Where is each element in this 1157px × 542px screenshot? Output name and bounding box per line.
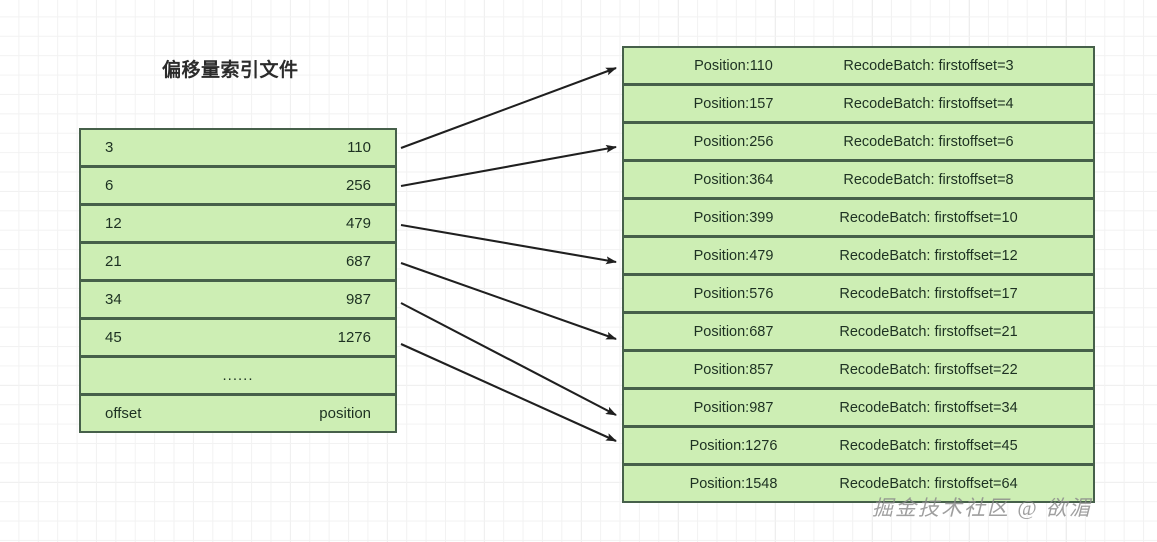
index-offset-value: 34 — [105, 291, 122, 308]
table-row: Position:364 RecodeBatch: firstoffset=8 — [622, 160, 1095, 199]
table-footer-row: offset position — [79, 394, 397, 433]
table-row: 34 987 — [79, 280, 397, 319]
table-row: 12 479 — [79, 204, 397, 243]
position-column-label: position — [319, 405, 371, 422]
log-position-value: Position:364 — [693, 171, 774, 188]
log-batch-value: RecodeBatch: firstoffset=17 — [839, 285, 1018, 302]
log-batch-value: RecodeBatch: firstoffset=22 — [839, 361, 1018, 378]
log-batch-value: RecodeBatch: firstoffset=4 — [843, 95, 1014, 112]
log-position-value: Position:110 — [694, 57, 773, 74]
table-row: Position:1276 RecodeBatch: firstoffset=4… — [622, 426, 1095, 465]
index-offset-value: 6 — [105, 177, 114, 194]
log-batch-value: RecodeBatch: firstoffset=21 — [839, 323, 1018, 340]
index-offset-value: 12 — [105, 215, 122, 232]
arrow-12-to-Position:479 — [400, 223, 617, 265]
log-position-value: Position:987 — [693, 399, 774, 416]
log-batch-value: RecodeBatch: firstoffset=64 — [839, 475, 1018, 492]
table-row: Position:256 RecodeBatch: firstoffset=6 — [622, 122, 1095, 161]
log-position-value: Position:479 — [693, 247, 774, 264]
table-row: Position:479 RecodeBatch: firstoffset=12 — [622, 236, 1095, 275]
log-segment-table: Position:110 RecodeBatch: firstoffset=3 … — [622, 46, 1095, 503]
log-position-value: Position:157 — [693, 95, 774, 112]
table-row: 6 256 — [79, 166, 397, 205]
table-row-ellipsis: ...... — [79, 356, 397, 395]
log-position-value: Position:857 — [693, 361, 774, 378]
index-offset-value: 3 — [105, 139, 114, 156]
index-offset-value: 21 — [105, 253, 122, 270]
index-position-value: 479 — [345, 215, 371, 232]
index-position-value: 256 — [345, 177, 371, 194]
table-row: Position:157 RecodeBatch: firstoffset=4 — [622, 84, 1095, 123]
table-row: Position:576 RecodeBatch: firstoffset=17 — [622, 274, 1095, 313]
log-position-value: Position:1548 — [689, 475, 778, 492]
arrow-45-to-Position:1548 — [400, 343, 617, 442]
index-offset-value: 45 — [105, 329, 122, 346]
page-title: 偏移量索引文件 — [162, 60, 299, 81]
log-batch-value: RecodeBatch: firstoffset=6 — [843, 133, 1014, 150]
log-position-value: Position:687 — [693, 323, 774, 340]
table-row: Position:857 RecodeBatch: firstoffset=22 — [622, 350, 1095, 389]
table-row: 3 110 — [79, 128, 397, 167]
ellipsis-label: ...... — [222, 367, 254, 384]
arrow-21-to-Position:687 — [400, 262, 617, 340]
arrow-6-to-Position:256 — [400, 144, 617, 188]
log-position-value: Position:576 — [693, 285, 774, 302]
table-row: Position:687 RecodeBatch: firstoffset=21 — [622, 312, 1095, 351]
log-position-value: Position:1276 — [689, 437, 778, 454]
log-batch-value: RecodeBatch: firstoffset=3 — [843, 57, 1014, 74]
table-row: Position:399 RecodeBatch: firstoffset=10 — [622, 198, 1095, 237]
table-row: 21 687 — [79, 242, 397, 281]
watermark: 掘金技术社区 @ 欲湄 — [872, 496, 1092, 520]
table-row: Position:987 RecodeBatch: firstoffset=34 — [622, 388, 1095, 427]
log-position-value: Position:399 — [693, 209, 774, 226]
index-position-value: 987 — [345, 291, 371, 308]
log-batch-value: RecodeBatch: firstoffset=45 — [839, 437, 1018, 454]
table-row: 45 1276 — [79, 318, 397, 357]
arrow-34-to-Position:1276 — [400, 302, 617, 416]
log-batch-value: RecodeBatch: firstoffset=34 — [839, 399, 1018, 416]
index-position-value: 687 — [345, 253, 371, 270]
arrow-3-to-Position:110 — [400, 67, 617, 149]
index-position-value: 1276 — [337, 329, 371, 346]
log-batch-value: RecodeBatch: firstoffset=10 — [839, 209, 1018, 226]
log-batch-value: RecodeBatch: firstoffset=8 — [843, 171, 1014, 188]
table-row: Position:1548 RecodeBatch: firstoffset=6… — [622, 464, 1095, 503]
offset-index-table: 3 110 6 256 12 479 21 687 34 987 45 1276… — [79, 128, 397, 433]
offset-column-label: offset — [105, 405, 142, 422]
log-batch-value: RecodeBatch: firstoffset=12 — [839, 247, 1018, 264]
index-position-value: 110 — [347, 139, 371, 156]
log-position-value: Position:256 — [693, 133, 774, 150]
table-row: Position:110 RecodeBatch: firstoffset=3 — [622, 46, 1095, 85]
